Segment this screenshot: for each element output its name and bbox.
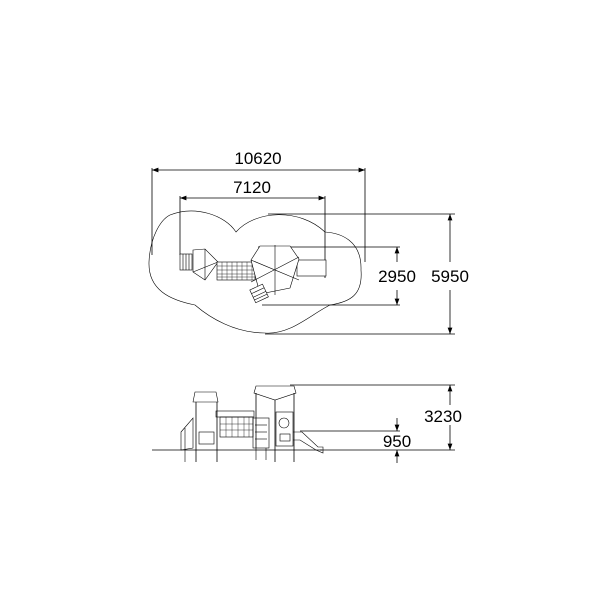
dimension-label: 10620 <box>234 149 281 168</box>
stairs-elevation <box>252 417 270 449</box>
elevation-view: 3230 950 <box>152 384 462 463</box>
dimension-label: 5950 <box>431 267 469 286</box>
triangle-tower-roof <box>192 248 219 281</box>
porthole-window <box>278 417 290 429</box>
dimension-platform-height: 950 <box>300 418 411 463</box>
net-bridge-elevation <box>219 416 254 438</box>
net-bridge-plan <box>216 261 256 281</box>
dimension-equipment-width: 2950 <box>258 246 416 306</box>
dimension-equipment-length: 7120 <box>179 178 326 278</box>
plan-view: 10620 7120 2950 5950 <box>148 149 469 335</box>
dimension-label: 950 <box>383 432 411 451</box>
dimension-overall-length: 10620 <box>151 149 366 262</box>
equipment-plan <box>179 245 327 304</box>
dimension-overall-width: 5950 <box>265 213 469 335</box>
equipment-elevation <box>180 385 324 462</box>
dimension-label: 3230 <box>424 407 462 426</box>
right-tower-roof <box>253 385 297 401</box>
dimension-total-height: 3230 <box>290 384 462 451</box>
climbing-panel <box>180 417 194 451</box>
left-tower-roof <box>192 391 219 403</box>
slide-plan <box>296 259 327 277</box>
stairs-plan <box>249 283 269 304</box>
dimension-label: 2950 <box>378 267 416 286</box>
dimension-label: 7120 <box>233 178 271 197</box>
